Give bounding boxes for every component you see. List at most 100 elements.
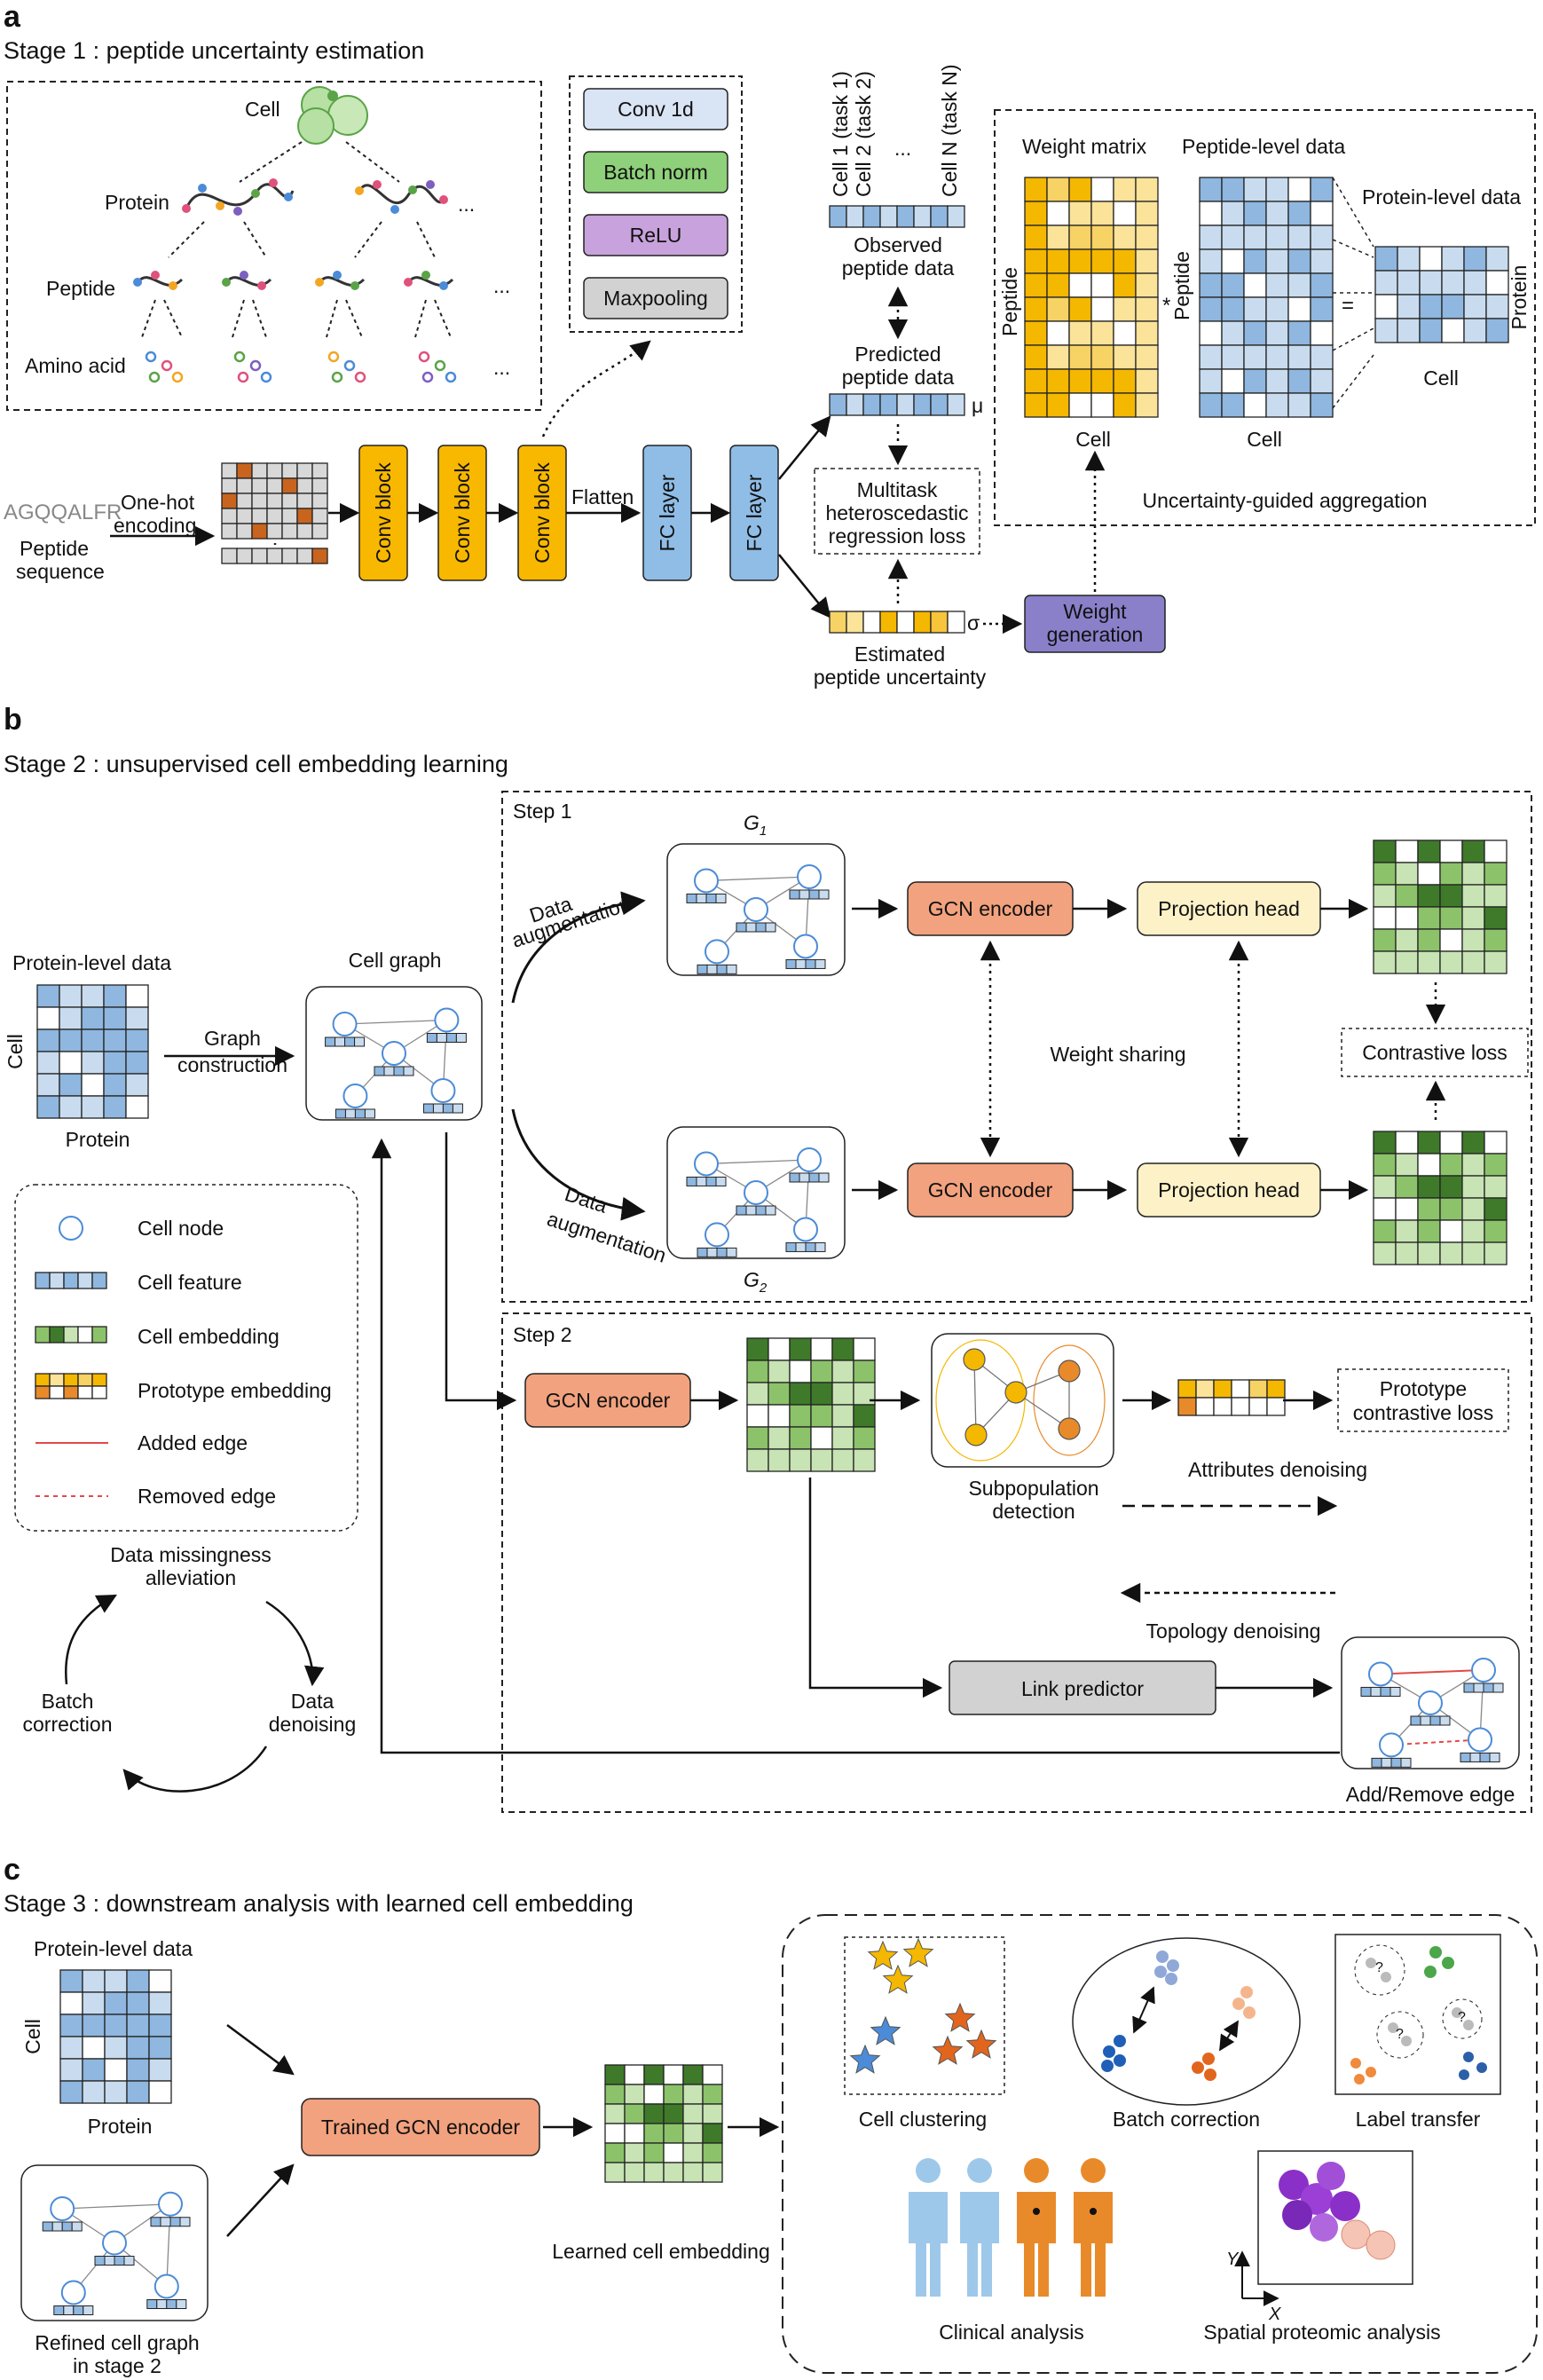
layer-conv1d: Conv 1d: [583, 88, 728, 130]
svg-text:FC layer: FC layer: [743, 474, 766, 551]
graph-construction-2: construction: [177, 1053, 287, 1076]
projection-head-top: Projection head: [1137, 881, 1321, 936]
svg-text:generation: generation: [1047, 623, 1144, 646]
subpop-label-2: detection: [992, 1500, 1075, 1523]
hierarchy-ellipsis-3: ...: [493, 356, 510, 379]
axis-x: X: [1268, 2305, 1281, 2324]
axis-y: Y: [1226, 2250, 1240, 2269]
onehot-label-1: One-hot: [121, 491, 195, 514]
link-predictor-box: Link predictor: [949, 1660, 1216, 1715]
spatial-frame: [1257, 2150, 1413, 2285]
onehot-label-2: encoding: [114, 514, 196, 537]
g1-label: G1: [744, 811, 767, 839]
task-spatial-proteomic: Spatial proteomic analysis: [1203, 2321, 1440, 2344]
hierarchy-protein-label: Protein: [105, 191, 169, 214]
people-icons: [909, 2158, 1113, 2297]
c-axis-cell: Cell: [21, 2019, 44, 2054]
task-batch-correction: Batch correction: [1113, 2108, 1260, 2131]
protein-chain-icon-2: [355, 180, 448, 214]
hierarchy-ellipsis-2: ...: [493, 274, 510, 297]
cycle-batch-2: correction: [23, 1713, 113, 1736]
loss-label-1: Multitask: [857, 478, 938, 501]
step1-label: Step 1: [513, 800, 572, 823]
uncertainty-row: [829, 611, 965, 634]
cell-graph: [305, 986, 483, 1121]
task-label-transfer: Label transfer: [1356, 2108, 1481, 2131]
observed-peptide-row: [829, 205, 965, 228]
hierarchy-box: [6, 81, 542, 411]
multiply-symbol: *: [1162, 294, 1170, 318]
panel-b-letter: b: [4, 703, 22, 737]
question-mark-3: ?: [1458, 2010, 1466, 2025]
weight-matrix-grid: [1024, 177, 1159, 418]
subpop-label-1: Subpopulation: [968, 1477, 1098, 1500]
svg-text:Weight: Weight: [1063, 600, 1127, 623]
aug-bottom-2: augmentation: [544, 1207, 669, 1267]
panel-a-title: Stage 1 : peptide uncertainty estimation: [4, 37, 424, 64]
legend-cell-node: Cell node: [138, 1217, 224, 1240]
c-protein-matrix-grid: [59, 1969, 172, 2104]
step1-box: [501, 791, 1532, 1303]
loss-label-2: heteroscedastic: [825, 501, 968, 524]
label-transfer-dots: [1350, 1944, 1487, 2084]
conv-block-1: Conv block: [358, 445, 408, 581]
graph-g2: [666, 1126, 846, 1259]
fc-layer-1: FC layer: [642, 445, 692, 581]
estimated-label-2: peptide uncertainty: [814, 666, 987, 689]
svg-text:GCN encoder: GCN encoder: [928, 897, 1053, 920]
c-axis-protein: Protein: [88, 2115, 153, 2138]
attributes-denoising-label: Attributes denoising: [1188, 1458, 1367, 1481]
svg-text:Projection head: Projection head: [1158, 897, 1300, 920]
weight-matrix-label: Weight matrix: [1022, 135, 1147, 158]
panel-b-title: Stage 2 : unsupervised cell embedding le…: [4, 751, 508, 777]
aug-top-2: augmentation: [509, 892, 634, 952]
downstream-box: [782, 1914, 1538, 2374]
svg-text:FC layer: FC layer: [656, 474, 679, 551]
cell-icon: [297, 86, 368, 145]
legend-added-edge: Added edge: [138, 1431, 248, 1454]
peptide-level-label: Peptide-level data: [1182, 135, 1345, 158]
svg-text:Conv 1d: Conv 1d: [618, 98, 694, 121]
b-axis-cell: Cell: [4, 1034, 27, 1069]
prototype-loss-2: contrastive loss: [1353, 1401, 1494, 1424]
aggregation-box: [994, 109, 1536, 526]
predicted-label-2: peptide data: [842, 366, 955, 389]
panel-a-letter: a: [4, 0, 21, 34]
svg-text:ReLU: ReLU: [630, 224, 682, 247]
batch-dots: [1101, 1950, 1256, 2081]
clustering-frame: [844, 1936, 1005, 2095]
refined-label-2: in stage 2: [73, 2354, 161, 2377]
layer-batchnorm: Batch norm: [583, 151, 728, 193]
learned-embedding-label: Learned cell embedding: [552, 2240, 770, 2263]
projection-head-bottom: Projection head: [1137, 1162, 1321, 1218]
cycle-denoising-1: Data: [291, 1690, 335, 1713]
label-transfer-frame: [1334, 1934, 1501, 2095]
sigma-label: σ: [967, 611, 980, 634]
protein-axis-cell: Cell: [1423, 366, 1459, 390]
hierarchy-cell-label: Cell: [245, 98, 280, 121]
cycle-denoising-2: denoising: [269, 1713, 356, 1736]
peptide-sequence-label-2: sequence: [16, 560, 105, 583]
hierarchy-ellipsis-1: ...: [458, 193, 475, 216]
cycle-batch-1: Batch: [42, 1690, 94, 1713]
svg-text:Projection head: Projection head: [1158, 1178, 1300, 1202]
amino-acid-icons: [145, 351, 457, 383]
task-label-ellipsis: ...: [894, 137, 911, 160]
prototype-loss-1: Prototype: [1380, 1377, 1467, 1400]
embedding-matrix-bottom: [1373, 1131, 1508, 1265]
protein-axis-protein: Protein: [1508, 265, 1531, 330]
legend-removed-edge: Removed edge: [138, 1485, 276, 1508]
svg-text:GCN encoder: GCN encoder: [928, 1178, 1053, 1202]
panel-c-letter: c: [4, 1853, 20, 1887]
legend-cell-feature-icon: [35, 1272, 107, 1289]
peptide-icons: [133, 271, 454, 290]
step2-box: [501, 1312, 1532, 1813]
question-mark-1: ?: [1375, 1960, 1383, 1975]
task-cell-clustering: Cell clustering: [859, 2108, 987, 2131]
layer-maxpooling: Maxpooling: [583, 277, 728, 319]
star-icons: [849, 1937, 997, 2074]
loss-box: [814, 468, 980, 555]
topology-denoising-label: Topology denoising: [1146, 1620, 1321, 1643]
trained-gcn-encoder: Trained GCN encoder: [301, 2098, 540, 2156]
observed-label-2: peptide data: [842, 256, 955, 280]
